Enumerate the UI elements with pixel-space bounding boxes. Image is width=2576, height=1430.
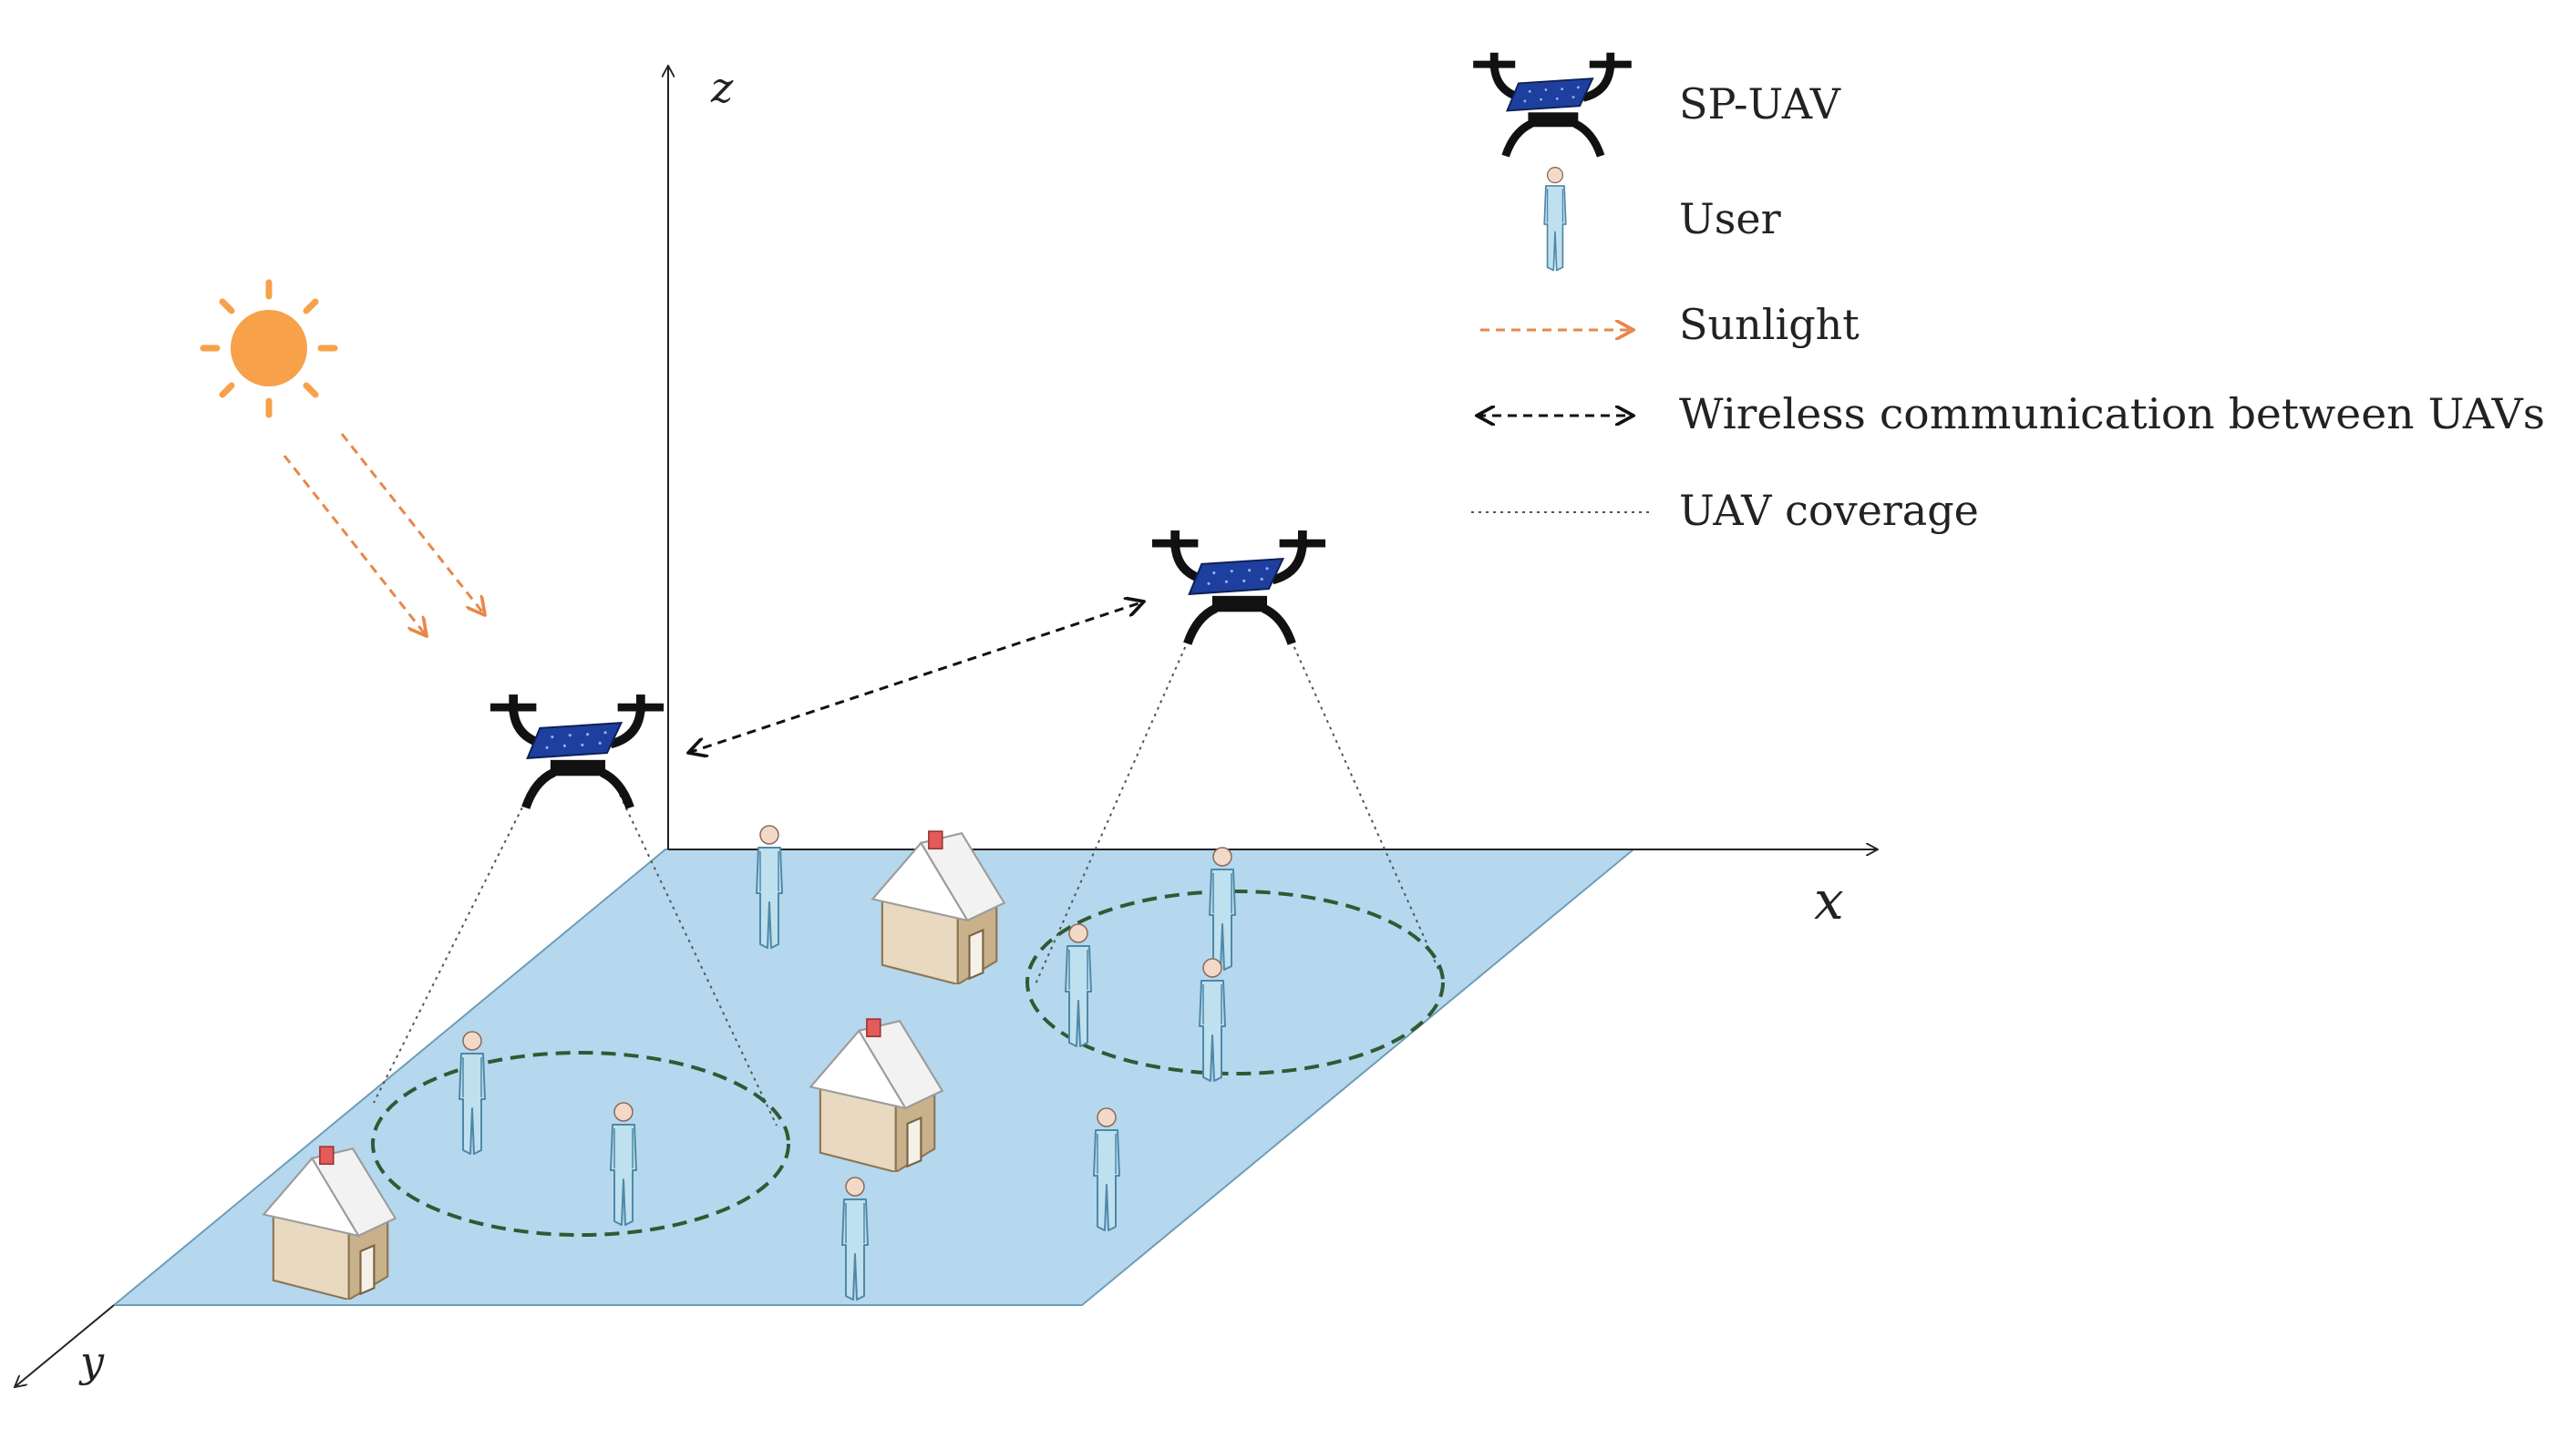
legend-drone-icon xyxy=(1473,53,1632,156)
sp-uav-drone-icon xyxy=(490,694,664,808)
sunlight-arrow xyxy=(283,455,427,636)
sun-icon xyxy=(200,279,338,418)
sunlight-arrow xyxy=(340,433,485,615)
coverage-circle xyxy=(1025,890,1445,1075)
wireless-link-arrow xyxy=(688,602,1144,753)
legend-label-sp-uav: SP-UAV xyxy=(1679,79,1841,129)
x-axis-label: x xyxy=(1814,869,1844,931)
legend-user-icon xyxy=(1543,166,1567,272)
coverage-circle xyxy=(371,1051,790,1237)
uav-coverage-cone xyxy=(373,626,1441,1127)
z-axis-label: z xyxy=(710,63,734,112)
legend-label-sunlight: Sunlight xyxy=(1679,300,1860,349)
legend-label-wireless: Wireless communication between UAVs xyxy=(1679,389,2545,438)
legend: SP-UAV User Sunlight Wireless communicat… xyxy=(1471,53,2545,535)
legend-label-user: User xyxy=(1679,194,1781,243)
y-axis-label: y xyxy=(78,1337,105,1386)
sp-uav-drone-icon xyxy=(1152,530,1325,643)
legend-label-coverage: UAV coverage xyxy=(1679,486,1979,535)
y-axis xyxy=(15,1304,115,1387)
